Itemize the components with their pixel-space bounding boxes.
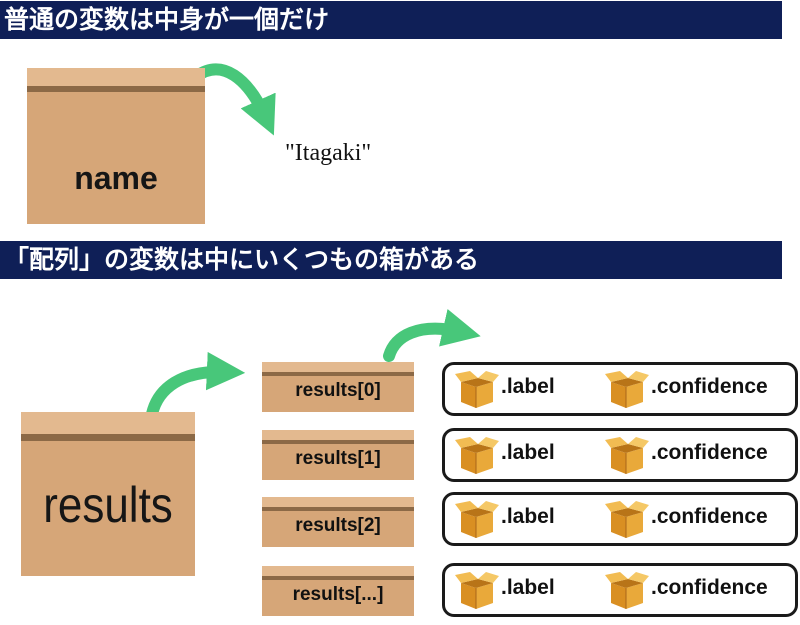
box-lid	[21, 412, 195, 434]
open-box-icon	[604, 500, 649, 539]
element-attributes-row: .label .confidence	[442, 492, 798, 546]
open-box-icon	[604, 370, 649, 409]
section-title-array: 「配列」の変数は中にいくつもの箱がある	[0, 241, 782, 279]
open-box-icon	[604, 571, 649, 610]
open-box-icon	[454, 370, 499, 409]
box-tape	[21, 434, 195, 441]
attribute-confidence: .confidence	[651, 375, 768, 398]
arrow-results-to-elements	[146, 351, 246, 420]
array-element-label: results[0]	[295, 380, 381, 401]
arrow-element-to-attributes	[383, 309, 481, 362]
attribute-confidence: .confidence	[651, 576, 768, 599]
array-element-box: results[...]	[262, 566, 414, 616]
attribute-confidence: .confidence	[651, 505, 768, 528]
variable-box-name: name	[27, 68, 205, 224]
element-attributes-row: .label .confidence	[442, 428, 798, 482]
array-element-box: results[0]	[262, 362, 414, 412]
element-attributes-row: .label .confidence	[442, 563, 798, 617]
variable-box-results: results	[21, 412, 195, 576]
variable-name-label: results	[43, 477, 173, 533]
variable-value: "Itagaki"	[285, 140, 372, 166]
attribute-label: .label	[501, 441, 555, 464]
box-tape	[27, 86, 205, 92]
attribute-label: .label	[501, 505, 555, 528]
open-box-icon	[454, 436, 499, 475]
attribute-label: .label	[501, 576, 555, 599]
arrow-name-to-value	[191, 63, 276, 136]
section-title-simple: 普通の変数は中身が一個だけ	[0, 1, 782, 39]
array-element-box: results[2]	[262, 497, 414, 547]
element-attributes-row: .label .confidence	[442, 362, 798, 416]
open-box-icon	[454, 500, 499, 539]
box-lid	[27, 68, 205, 86]
open-box-icon	[604, 436, 649, 475]
array-element-label: results[1]	[295, 448, 381, 469]
variable-name-label: name	[74, 160, 158, 196]
array-element-label: results[2]	[295, 515, 381, 536]
array-element-label: results[...]	[292, 584, 384, 605]
open-box-icon	[454, 571, 499, 610]
attribute-confidence: .confidence	[651, 441, 768, 464]
attribute-label: .label	[501, 375, 555, 398]
array-element-box: results[1]	[262, 430, 414, 480]
